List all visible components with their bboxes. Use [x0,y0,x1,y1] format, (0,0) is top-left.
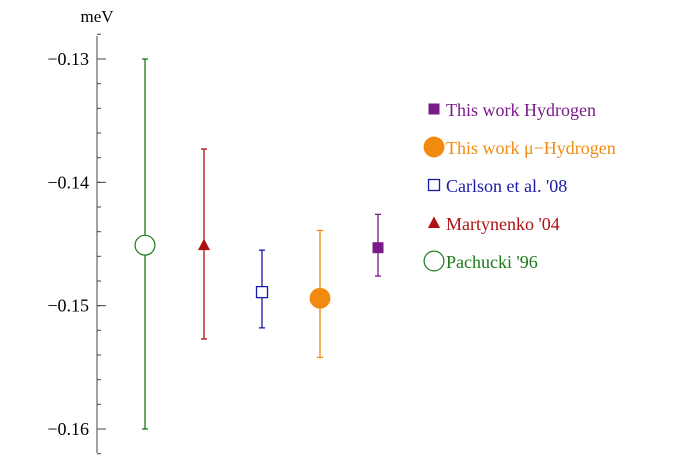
data-point [255,285,269,299]
series-2 [197,148,211,340]
legend-label: This work μ−Hydrogen [446,138,616,158]
legend-marker [427,178,441,192]
data-point [197,238,211,251]
data-point [134,234,156,256]
y-tick-label: −0.14 [47,172,89,192]
legend-marker [423,250,445,272]
legend-marker [423,136,445,158]
legend-label: This work Hydrogen [446,100,596,120]
legend-label: Carlson et al. '08 [446,176,567,196]
y-ticks: −0.13 −0.14 −0.15 −0.16 [47,33,106,455]
legend-marker [427,216,441,228]
series-4 [309,229,331,359]
legend-item: This work Hydrogen [428,100,596,120]
legend-item: This work μ−Hydrogen [423,136,616,158]
legend-label: Pachucki '96 [446,252,538,272]
y-tick-label: −0.13 [47,49,89,69]
data-marks [134,58,384,430]
series-3 [255,249,269,329]
series-1 [134,58,156,430]
legend-item: Carlson et al. '08 [427,176,567,196]
y-tick-label: −0.15 [47,296,89,316]
series-5 [372,213,384,277]
legend-item: Pachucki '96 [423,250,538,272]
y-tick-label: −0.16 [47,419,89,439]
legend-item: Martynenko '04 [427,214,560,234]
data-point [372,242,384,254]
data-point [309,287,331,309]
legend-label: Martynenko '04 [446,214,560,234]
legend-marker [428,103,440,115]
y-axis: meV [80,7,114,453]
y-axis-label: meV [80,7,114,26]
